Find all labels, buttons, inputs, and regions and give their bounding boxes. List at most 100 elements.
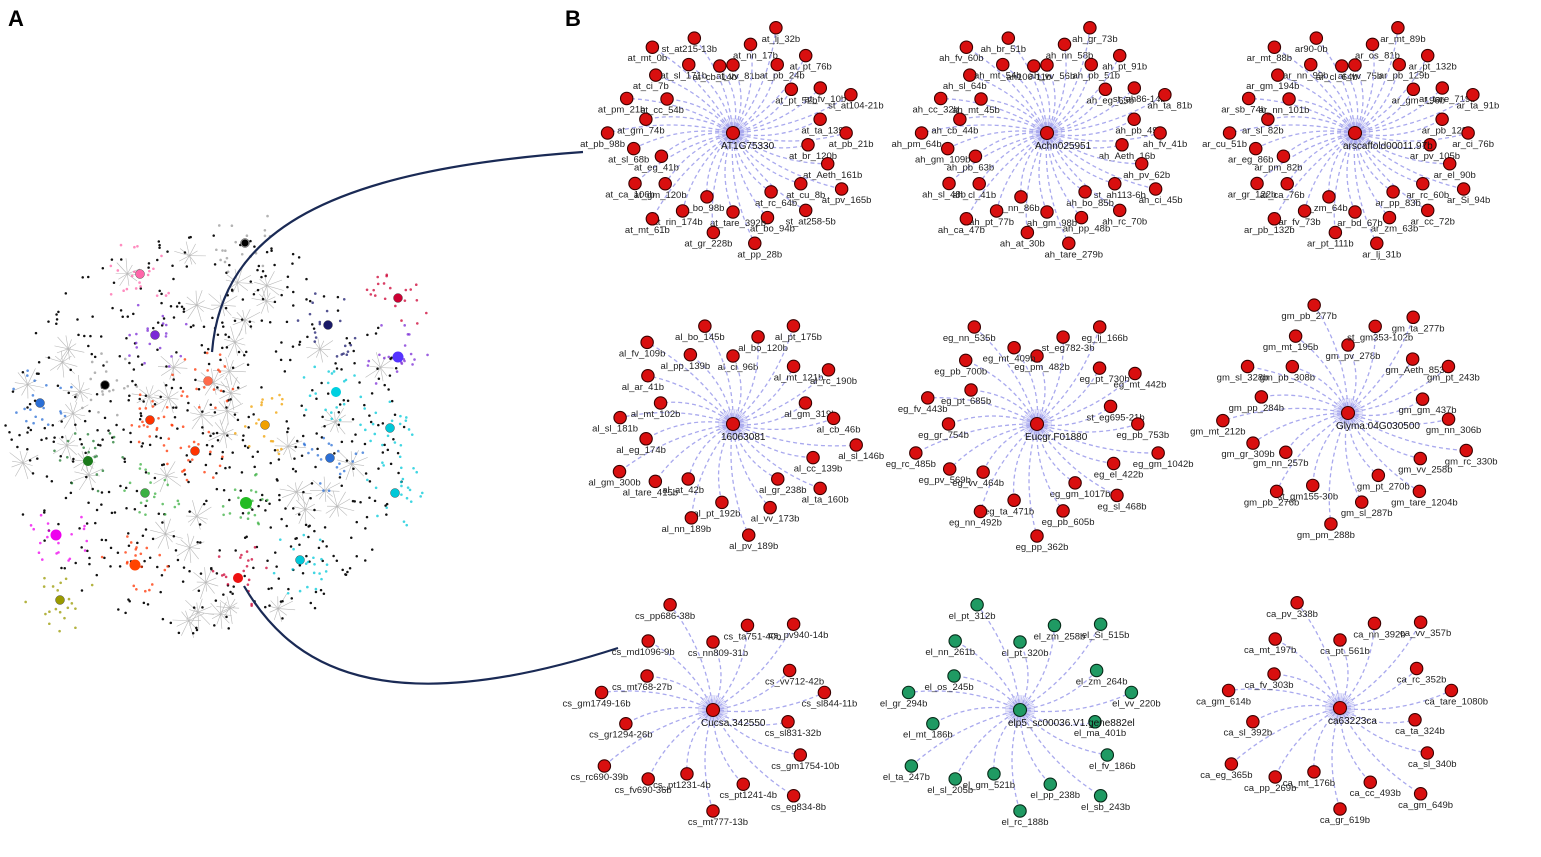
leaf-node[interactable] (594, 685, 609, 700)
leaf-node[interactable] (715, 495, 729, 510)
leaf-node[interactable] (1420, 48, 1435, 63)
leaf-node[interactable] (1279, 445, 1293, 459)
leaf-node[interactable] (959, 212, 974, 226)
leaf-node[interactable] (1103, 399, 1118, 414)
leaf-node[interactable] (941, 417, 956, 431)
leaf-node[interactable] (1370, 236, 1384, 251)
leaf-node[interactable] (1014, 190, 1028, 204)
hub-node[interactable] (1012, 702, 1028, 718)
leaf-node[interactable] (1098, 82, 1113, 97)
leaf-node[interactable] (698, 319, 712, 333)
leaf-node[interactable] (743, 37, 758, 52)
leaf-node[interactable] (1083, 21, 1097, 35)
leaf-node[interactable] (1288, 329, 1303, 343)
leaf-node[interactable] (1013, 804, 1027, 818)
leaf-node[interactable] (1348, 205, 1362, 219)
leaf-node[interactable] (1158, 87, 1172, 102)
leaf-node[interactable] (1280, 177, 1294, 191)
leaf-node[interactable] (680, 767, 694, 781)
leaf-node[interactable] (683, 348, 698, 362)
leaf-node[interactable] (1084, 57, 1098, 72)
leaf-node[interactable] (1078, 185, 1092, 199)
leaf-node[interactable] (1441, 412, 1456, 426)
leaf-node[interactable] (1151, 446, 1165, 460)
leaf-node[interactable] (1333, 633, 1347, 647)
leaf-node[interactable] (1386, 185, 1400, 199)
leaf-node[interactable] (726, 349, 740, 363)
leaf-node[interactable] (1456, 182, 1471, 196)
leaf-node[interactable] (613, 410, 627, 425)
leaf-node[interactable] (1221, 683, 1236, 698)
leaf-node[interactable] (1047, 618, 1062, 633)
leaf-node[interactable] (1268, 770, 1282, 784)
leaf-node[interactable] (909, 446, 923, 460)
leaf-node[interactable] (619, 716, 633, 731)
leaf-node[interactable] (940, 141, 955, 156)
leaf-node[interactable] (901, 685, 916, 700)
leaf-node[interactable] (1030, 349, 1044, 363)
leaf-node[interactable] (1368, 319, 1382, 334)
leaf-node[interactable] (1134, 157, 1149, 171)
leaf-node[interactable] (769, 21, 783, 35)
leaf-node[interactable] (942, 462, 957, 476)
leaf-node[interactable] (1444, 683, 1459, 698)
leaf-node[interactable] (813, 481, 827, 496)
leaf-node[interactable] (1297, 204, 1312, 218)
leaf-node[interactable] (967, 320, 982, 334)
leaf-node[interactable] (1241, 91, 1256, 106)
leaf-node[interactable] (1040, 205, 1054, 219)
leaf-node[interactable] (959, 40, 974, 54)
leaf-node[interactable] (821, 363, 836, 377)
leaf-node[interactable] (942, 176, 956, 191)
leaf-node[interactable] (639, 112, 653, 127)
leaf-node[interactable] (1124, 685, 1139, 700)
leaf-node[interactable] (781, 715, 795, 729)
leaf-node[interactable] (1363, 775, 1378, 789)
leaf-node[interactable] (926, 716, 940, 731)
leaf-node[interactable] (786, 789, 801, 803)
leaf-node[interactable] (1127, 112, 1141, 127)
leaf-node[interactable] (1420, 203, 1435, 218)
leaf-node[interactable] (1348, 58, 1362, 72)
leaf-node[interactable] (1246, 714, 1260, 729)
leaf-node[interactable] (1382, 210, 1397, 225)
leaf-node[interactable] (741, 528, 756, 542)
leaf-node[interactable] (1324, 517, 1338, 531)
leaf-node[interactable] (839, 126, 853, 140)
leaf-node[interactable] (1307, 765, 1321, 779)
leaf-node[interactable] (641, 772, 655, 786)
leaf-node[interactable] (1148, 182, 1163, 196)
leaf-node[interactable] (826, 411, 841, 426)
leaf-node[interactable] (1062, 236, 1076, 251)
leaf-node[interactable] (760, 210, 775, 225)
leaf-node[interactable] (1435, 81, 1450, 95)
leaf-node[interactable] (801, 138, 815, 152)
leaf-node[interactable] (1127, 81, 1142, 95)
leaf-node[interactable] (1391, 21, 1405, 35)
leaf-node[interactable] (1112, 203, 1127, 218)
leaf-node[interactable] (1442, 157, 1457, 171)
leaf-node[interactable] (904, 759, 919, 773)
leaf-node[interactable] (641, 369, 655, 383)
leaf-node[interactable] (653, 396, 668, 410)
leaf-node[interactable] (1224, 757, 1239, 771)
leaf-node[interactable] (684, 511, 699, 525)
leaf-node[interactable] (641, 634, 655, 648)
leaf-node[interactable] (1093, 789, 1108, 803)
leaf-node[interactable] (958, 353, 973, 368)
leaf-node[interactable] (953, 112, 967, 127)
leaf-node[interactable] (1328, 225, 1343, 240)
leaf-node[interactable] (763, 500, 777, 515)
leaf-node[interactable] (1371, 468, 1386, 483)
leaf-node[interactable] (640, 669, 654, 683)
leaf-node[interactable] (970, 598, 984, 612)
leaf-node[interactable] (1304, 57, 1318, 72)
leaf-node[interactable] (1007, 493, 1021, 508)
leaf-node[interactable] (1392, 57, 1406, 72)
leaf-node[interactable] (1305, 478, 1320, 493)
leaf-node[interactable] (1001, 31, 1016, 45)
hub-node[interactable] (705, 702, 721, 718)
leaf-node[interactable] (968, 149, 983, 164)
leaf-node[interactable] (1269, 484, 1284, 499)
leaf-node[interactable] (1267, 212, 1282, 226)
